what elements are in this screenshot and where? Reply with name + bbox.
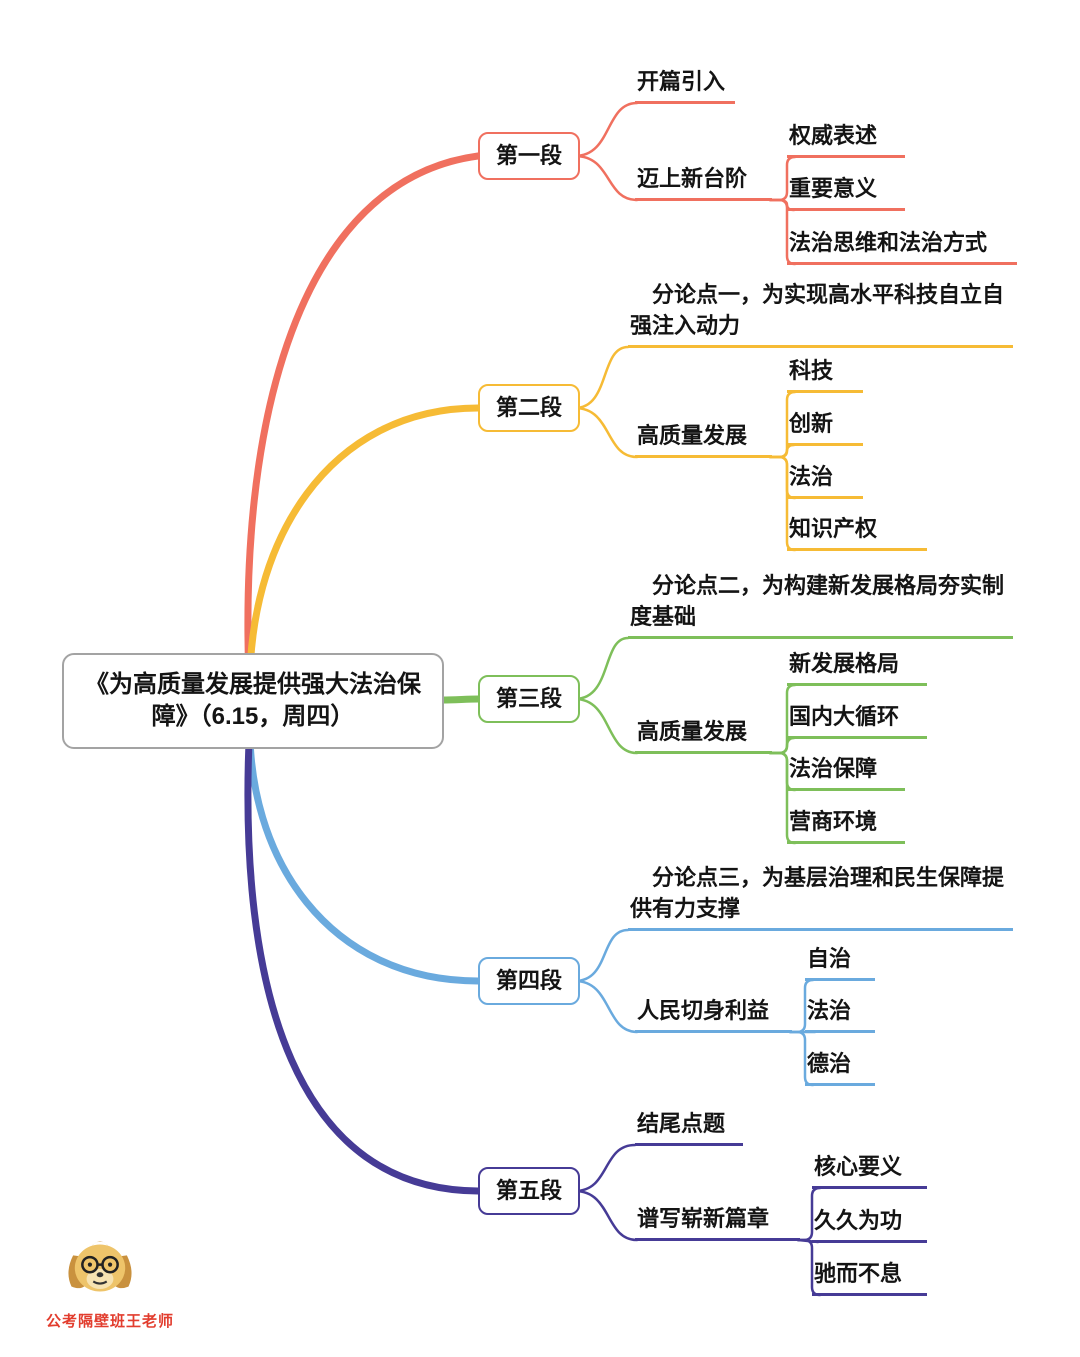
root-topic-node: 《为高质量发展提供强大法治保障》（6.15，周四）	[62, 653, 444, 749]
paragraph-3-node: 第三段	[478, 675, 581, 723]
paragraph-5-node: 第五段	[478, 1167, 581, 1215]
branch-3-links	[438, 636, 797, 845]
b5-leaf-node: 驰而不息	[812, 1260, 927, 1296]
b4-leaf-node: 法治	[805, 997, 875, 1033]
b5-leaf-node: 核心要义	[812, 1153, 927, 1189]
b3-subpoint-node: 分论点二，为构建新发展格局夯实制度基础	[628, 570, 1013, 639]
b3-leaf-node: 国内大循环	[787, 703, 927, 739]
b5-leaf-node: 久久为功	[812, 1207, 927, 1243]
b2-leaf-node: 法治	[787, 463, 863, 499]
b2-leaf-node: 创新	[787, 410, 863, 446]
branch-5-links	[244, 716, 822, 1297]
b2-leaf-node: 知识产权	[787, 515, 927, 551]
b4-keyphrase-node: 人民切身利益	[635, 997, 792, 1033]
paragraph-1-node: 第一段	[478, 132, 581, 180]
b4-leaf-node: 自治	[805, 945, 875, 981]
b3-leaf-node: 营商环境	[787, 808, 905, 844]
b5-ending-node: 结尾点题	[635, 1110, 743, 1146]
b2-subpoint-node: 分论点一，为实现高水平科技自立自强注入动力	[628, 279, 1013, 348]
b3-keyphrase-node: 高质量发展	[635, 718, 772, 754]
paragraph-2-node: 第二段	[478, 384, 581, 432]
branch-4-links	[246, 711, 817, 1087]
paragraph-4-node: 第四段	[478, 957, 581, 1005]
watermark-text: 公考隔壁班王老师	[46, 1313, 175, 1330]
b1-keyphrase-node: 迈上新台阶	[635, 165, 772, 201]
b1-leaf-node: 重要意义	[787, 175, 905, 211]
mascot-dog-icon	[68, 1241, 132, 1292]
b5-keyphrase-node: 谱写崭新篇章	[635, 1205, 800, 1241]
b3-leaf-node: 新发展格局	[787, 650, 927, 686]
b2-leaf-node: 科技	[787, 357, 863, 393]
b2-keyphrase-node: 高质量发展	[635, 422, 772, 458]
b1-leaf-node: 法治思维和法治方式	[787, 229, 1017, 265]
b1-leaf-node: 权威表述	[787, 122, 905, 158]
b4-subpoint-node: 分论点三，为基层治理和民生保障提供有力支撑	[628, 862, 1013, 931]
b3-leaf-node: 法治保障	[787, 755, 905, 791]
b4-leaf-node: 德治	[805, 1050, 875, 1086]
b1-opening-node: 开篇引入	[635, 68, 735, 104]
